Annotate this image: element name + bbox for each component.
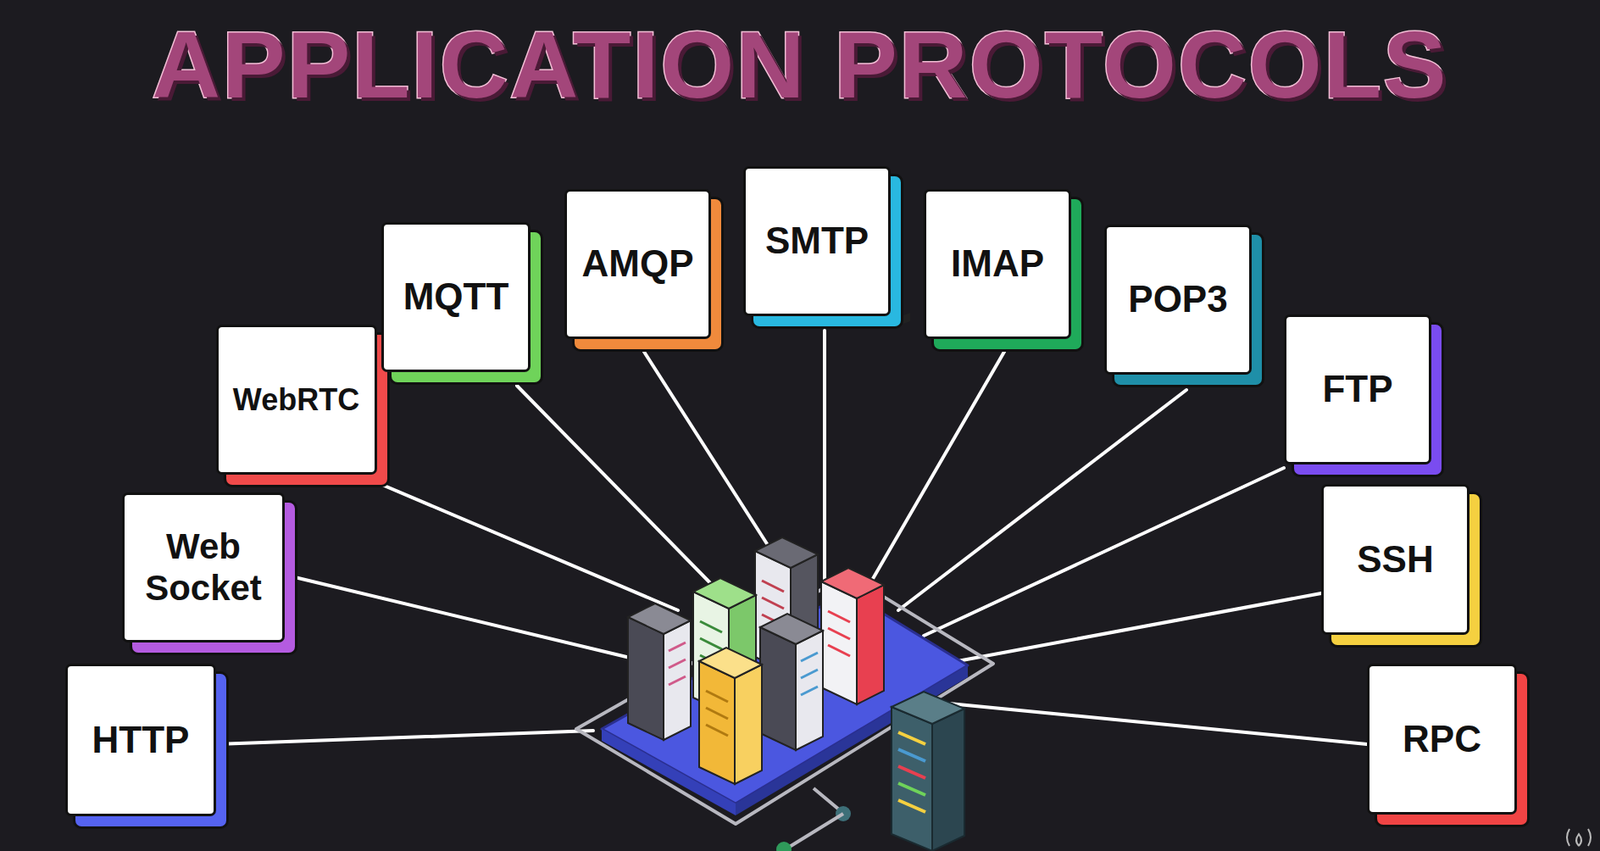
protocol-box: RPC (1366, 663, 1517, 815)
protocol-box: POP3 (1104, 224, 1252, 375)
protocol-box: Web Socket (122, 492, 285, 643)
protocol-box: MQTT (381, 222, 531, 373)
protocol-name: IMAP (944, 242, 1051, 286)
page-title: APPLICATION PROTOCOLS (0, 10, 1600, 120)
protocol-box: AMQP (564, 188, 712, 339)
protocol-box: SSH (1321, 483, 1470, 635)
protocol-name: SSH (1350, 538, 1440, 582)
protocol-box: FTP (1283, 314, 1432, 465)
logo-mark (1566, 828, 1591, 846)
protocol-name: RPC (1395, 717, 1489, 762)
protocol-box: SMTP (743, 166, 891, 317)
protocol-name: AMQP (575, 242, 701, 286)
protocol-name: Web Socket (124, 526, 283, 609)
protocol-box: HTTP (65, 663, 217, 817)
protocol-name: POP3 (1121, 277, 1234, 322)
protocol-name: SMTP (758, 219, 876, 263)
protocol-box: WebRTC (216, 324, 378, 475)
protocol-name: FTP (1315, 367, 1400, 412)
protocol-name: HTTP (85, 718, 197, 762)
protocol-name: WebRTC (226, 382, 367, 417)
protocol-name: MQTT (396, 275, 517, 319)
protocol-box: IMAP (923, 188, 1072, 339)
